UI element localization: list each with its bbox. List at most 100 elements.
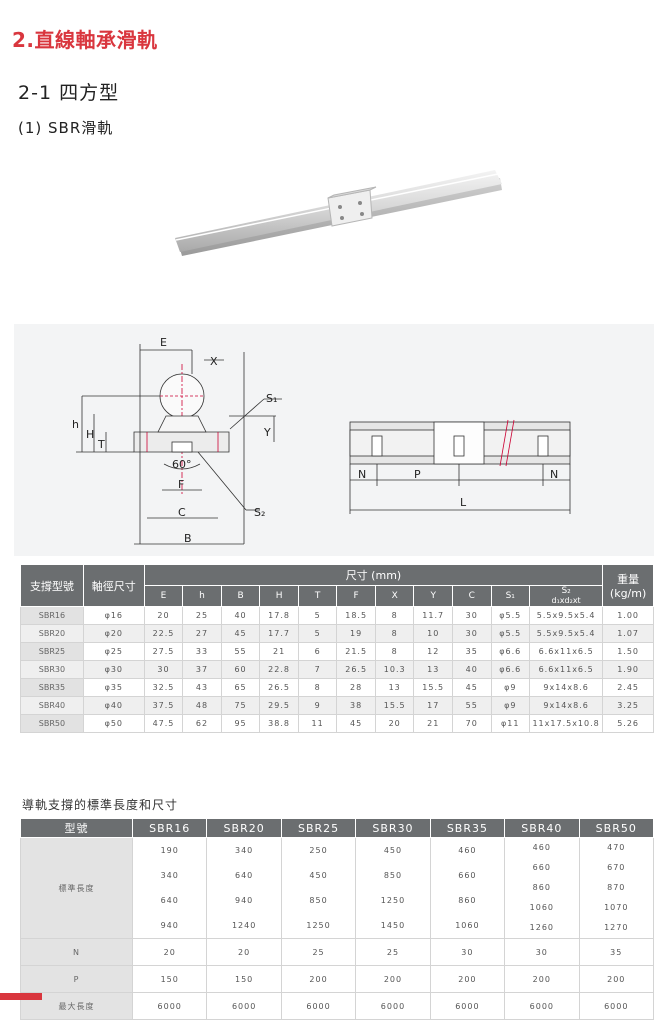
dimension-drawing: E X S₁ h H T Y 60° F S₂ C B N P N L (14, 324, 654, 556)
label-T: T (97, 438, 105, 451)
std-length-value: 190 (160, 846, 179, 855)
dim-cell: 20 (374, 714, 415, 733)
dim-cell: 6 (297, 642, 338, 661)
dim-cell: 40 (451, 660, 492, 679)
std-length-value: 1270 (604, 923, 629, 932)
dim-cell: 35 (451, 642, 492, 661)
weight-cell: 1.50 (602, 642, 654, 661)
p-row-value: 200 (578, 965, 655, 993)
dim-cell: 45 (220, 624, 261, 643)
label-B: B (184, 532, 192, 545)
dim-cell: 13 (413, 660, 453, 679)
col-weight-header: 重量(kg/m) (602, 564, 654, 607)
dim-cell: 55 (451, 696, 492, 715)
s2-cell: 5.5x9.5x5.4 (529, 624, 604, 643)
p-row-value: 150 (131, 965, 208, 993)
n-row-label: N (20, 938, 133, 966)
model-column-header: SBR40 (504, 818, 580, 838)
dim-cell: 45 (451, 678, 492, 697)
shaft-cell: φ30 (82, 660, 145, 679)
dim-cell: 45 (336, 714, 376, 733)
weight-cell: 1.07 (602, 624, 654, 643)
std-length-value: 1240 (231, 921, 257, 930)
col-dim-header: X (374, 585, 415, 607)
label-C: C (178, 506, 186, 519)
dim-cell: 8 (374, 624, 415, 643)
dim-cell: 18.5 (336, 606, 376, 625)
std-length-value: 860 (532, 883, 551, 892)
std-length-value: 860 (458, 896, 477, 905)
dim-cell: φ5.5 (490, 606, 531, 625)
s2-header-sub: d₁xd₂xt (551, 596, 581, 605)
label-h: h (72, 418, 79, 431)
std-length-value: 1060 (529, 903, 554, 912)
dim-cell: 30 (451, 606, 492, 625)
col-dim-header: B (220, 585, 261, 607)
dim-cell: 37 (182, 660, 222, 679)
dim-cell: 11.7 (413, 606, 453, 625)
col-dim-header: H (259, 585, 299, 607)
sub-title: 2-1 四方型 (18, 82, 120, 104)
model-cell: SBR20 (20, 624, 84, 643)
max-length-row-value: 6000 (504, 992, 580, 1020)
product-title: (1) SBR滑軌 (18, 119, 114, 137)
dim-cell: 8 (297, 678, 338, 697)
label-S1: S₁ (266, 392, 277, 405)
max-length-row-value: 6000 (206, 992, 282, 1020)
dim-cell: 40 (220, 606, 261, 625)
label-H: H (86, 428, 94, 441)
max-length-row-value: 6000 (280, 992, 357, 1020)
dim-cell: 5 (297, 606, 338, 625)
shaft-cell: φ35 (82, 678, 145, 697)
s2-cell: 6.6x11x6.5 (529, 642, 604, 661)
dim-cell: 8 (374, 606, 415, 625)
dim-cell: 10 (413, 624, 453, 643)
max-length-row-value: 6000 (131, 992, 208, 1020)
dim-cell: 17.8 (259, 606, 299, 625)
std-length-value: 460 (532, 843, 551, 852)
col-dim-header: E (143, 585, 184, 607)
dim-cell: 33 (182, 642, 222, 661)
model-column-header: SBR50 (578, 818, 655, 838)
dim-cell: 65 (220, 678, 261, 697)
std-length-value: 460 (458, 846, 477, 855)
std-length-value: 640 (234, 871, 254, 880)
dim-cell: 7 (297, 660, 338, 679)
std-length-value: 850 (309, 896, 328, 905)
spec-table: 支撐型號 軸徑尺寸 尺寸 (mm) 重量(kg/m) E h B H T F X… (20, 564, 654, 733)
dim-cell: 38 (336, 696, 376, 715)
label-L: L (460, 496, 467, 509)
dim-cell: 25 (182, 606, 222, 625)
dim-cell: 21.5 (336, 642, 376, 661)
col-model-header: 支撐型號 (20, 564, 84, 607)
s2-cell: 5.5x9.5x5.4 (529, 606, 604, 625)
std-length-value: 1250 (380, 896, 406, 905)
shaft-cell: φ40 (82, 696, 145, 715)
dim-cell: 21 (259, 642, 299, 661)
drawing-svg: E X S₁ h H T Y 60° F S₂ C B N P N L (72, 336, 571, 545)
dim-cell: 27 (182, 624, 222, 643)
model-cell: SBR30 (20, 660, 84, 679)
std-length-value: 940 (160, 921, 179, 930)
dim-cell: 62 (182, 714, 222, 733)
dim-cell: 75 (220, 696, 261, 715)
col-shaft-header: 軸徑尺寸 (82, 564, 145, 607)
dim-cell: 9 (297, 696, 338, 715)
p-row-label: P (20, 965, 133, 993)
std-length-value: 250 (309, 846, 328, 855)
dim-cell: 20 (143, 606, 184, 625)
std-length-value: 340 (234, 846, 254, 855)
std-length-value: 1260 (529, 923, 554, 932)
std-length-value: 660 (532, 863, 551, 872)
dim-cell: 17.7 (259, 624, 299, 643)
col-dim-header: Y (413, 585, 453, 607)
